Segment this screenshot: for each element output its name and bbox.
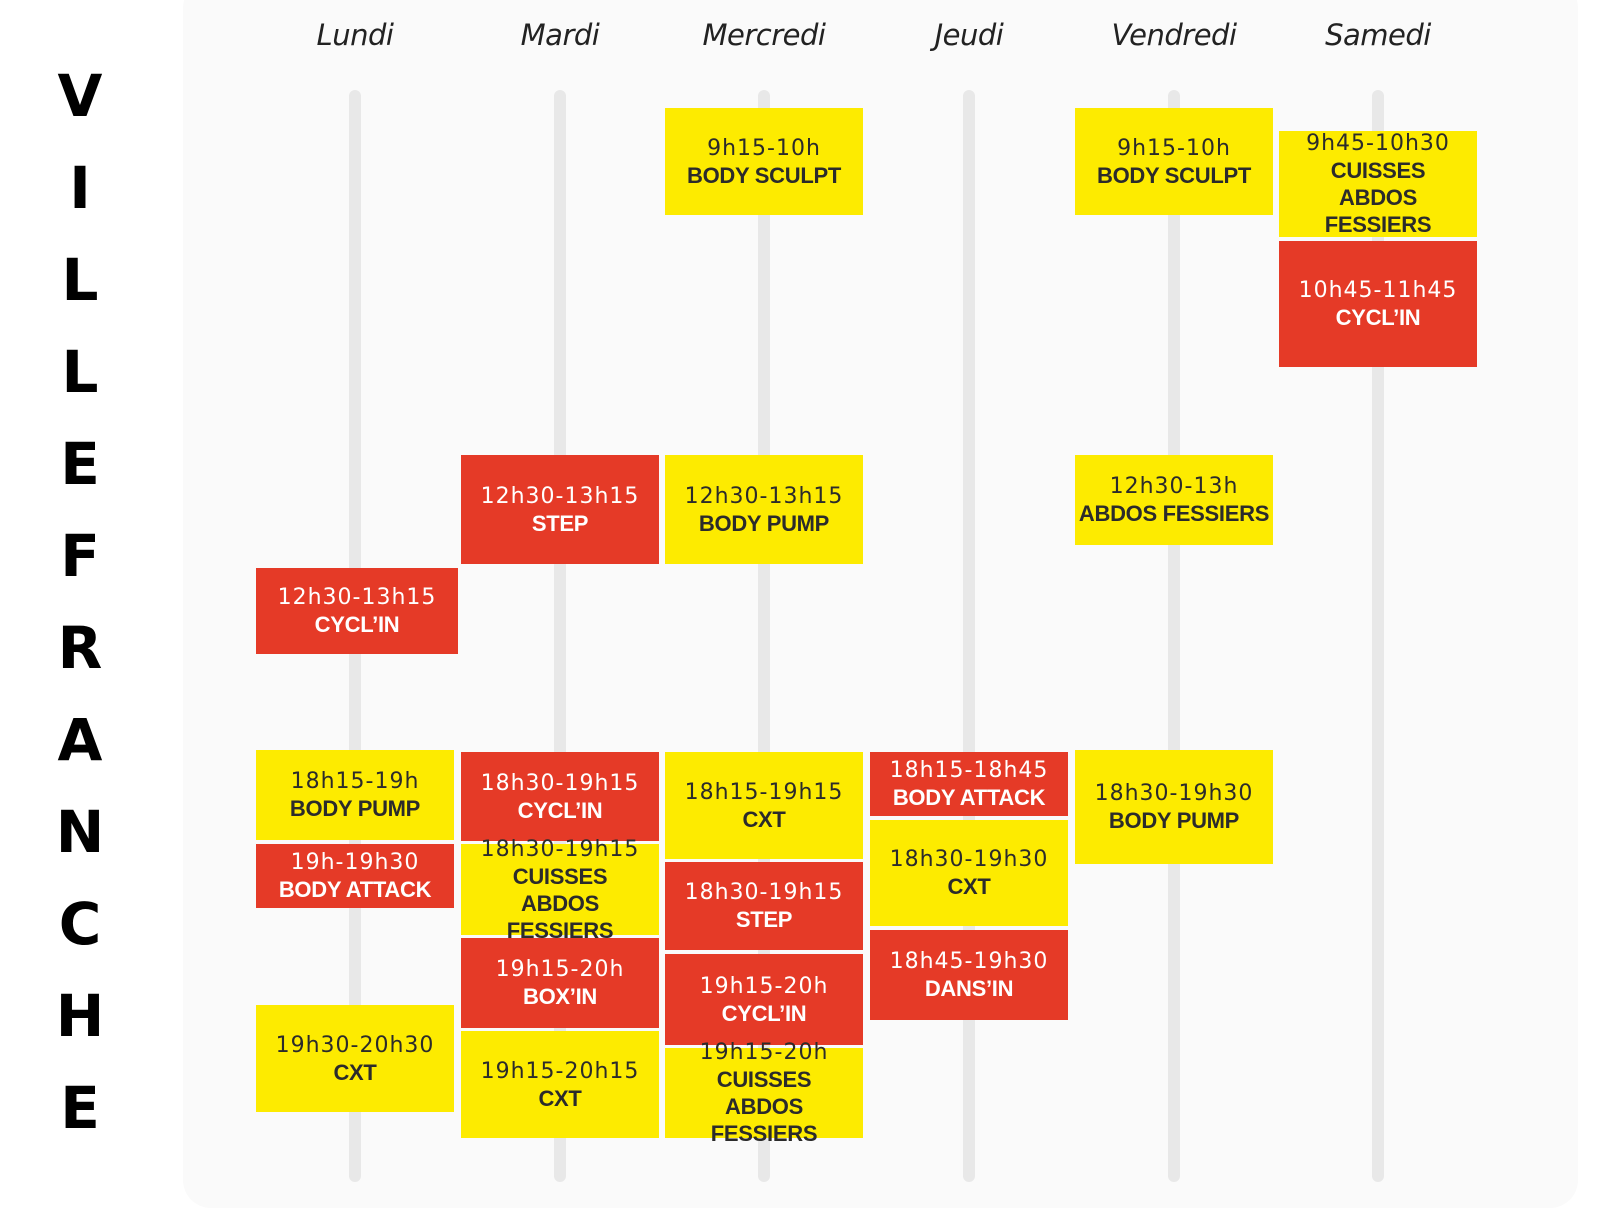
class-time: 12h30-13h	[1109, 474, 1239, 499]
class-time: 19h15-20h15	[480, 1058, 640, 1084]
day-header: Mardi	[520, 18, 600, 52]
class-time: 10h45-11h45	[1298, 278, 1458, 303]
class-name: CYCL’IN	[517, 797, 603, 823]
class-name: BODY PUMP	[289, 796, 421, 821]
class-time: 18h30-19h15	[480, 770, 640, 796]
class-name: ABDOS FESSIERS	[1078, 501, 1270, 526]
class-name: DANS’IN	[924, 976, 1014, 1001]
city-letter: C	[58, 890, 102, 958]
day-header: Jeudi	[934, 18, 1004, 52]
class-name: CXT	[538, 1085, 582, 1111]
class-name: CUISSES ABDOS FESSIERS	[710, 1067, 818, 1146]
class-time: 18h30-19h15	[684, 880, 844, 905]
day-header: Mercredi	[702, 18, 826, 52]
city-letter: A	[57, 706, 103, 774]
city-letter: R	[57, 614, 103, 682]
class-name: BODY SCULPT	[1097, 162, 1251, 188]
class-name: CXT	[947, 874, 991, 899]
class-name: CYCL’IN	[314, 612, 400, 637]
class-name: BODY PUMP	[1108, 808, 1240, 833]
city-letter: I	[69, 154, 91, 222]
class-time: 18h30-19h30	[1094, 781, 1254, 806]
class-name: CXT	[742, 806, 786, 832]
class-name: STEP	[735, 907, 793, 932]
city-letter: V	[57, 62, 103, 130]
class-name: BODY ATTACK	[892, 785, 1046, 810]
city-letter: N	[55, 798, 105, 866]
class-name: BODY ATTACK	[278, 877, 432, 902]
class-name: CYCL’IN	[721, 1000, 807, 1026]
class-name: CUISSES ABDOS FESSIERS	[1324, 158, 1432, 237]
class-time: 18h15-19h	[290, 769, 420, 794]
class-time: 12h30-13h15	[480, 483, 640, 509]
day-header: Vendredi	[1111, 18, 1238, 52]
class-name: CUISSES ABDOS FESSIERS	[506, 863, 614, 943]
day-header: Samedi	[1325, 18, 1431, 52]
class-time: 18h30-19h30	[889, 847, 1049, 872]
class-name: BODY PUMP	[698, 510, 830, 536]
class-time: 18h45-19h30	[889, 949, 1049, 974]
class-time: 9h15-10h	[1117, 135, 1231, 161]
class-name: BOX’IN	[523, 984, 597, 1009]
class-name: CXT	[333, 1059, 377, 1085]
class-time: 19h15-20h	[699, 1040, 829, 1065]
city-letter: F	[60, 522, 100, 590]
class-time: 18h30-19h15	[480, 836, 640, 862]
class-time: 18h15-19h15	[684, 779, 844, 805]
city-letter: E	[60, 1074, 100, 1142]
day-header: Lundi	[316, 18, 394, 52]
city-letter: L	[61, 338, 99, 406]
city-letter: L	[61, 246, 99, 314]
city-letter: E	[60, 430, 100, 498]
class-time: 12h30-13h15	[684, 483, 844, 509]
class-name: CYCL’IN	[1335, 305, 1421, 330]
class-time: 9h45-10h30	[1306, 131, 1450, 156]
class-time: 9h15-10h	[707, 135, 821, 161]
class-name: BODY SCULPT	[687, 162, 841, 188]
class-time: 18h15-18h45	[889, 758, 1049, 783]
class-name: STEP	[531, 510, 589, 536]
class-time: 19h30-20h30	[275, 1032, 435, 1058]
day-track-line	[1168, 90, 1180, 1182]
city-letter: H	[55, 982, 105, 1050]
class-time: 19h-19h30	[290, 850, 420, 875]
class-time: 19h15-20h	[699, 973, 829, 999]
class-time: 12h30-13h15	[277, 585, 437, 610]
class-time: 19h15-20h	[495, 957, 625, 982]
